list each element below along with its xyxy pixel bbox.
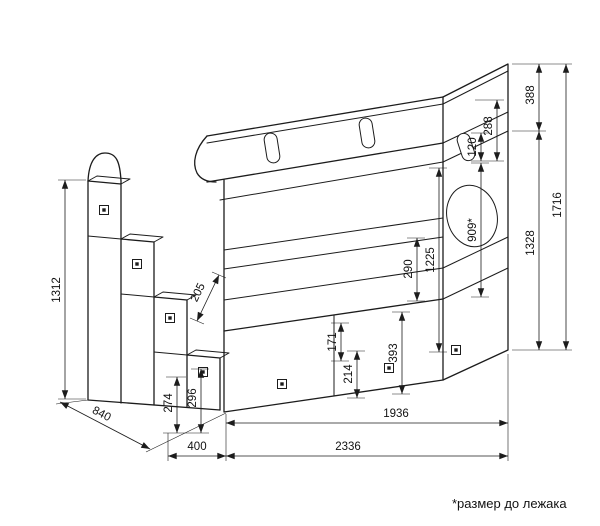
dimensions: 1312 840 400 2336 1936 274: [51, 63, 572, 461]
stair-drawer-handle-icon: [132, 259, 142, 269]
drawer-handle-icon: [277, 379, 287, 389]
dimension-1936: 1936: [225, 408, 509, 427]
dimension-296: 296: [187, 368, 209, 434]
stair-drawer-handle-icon: [165, 313, 175, 323]
dimension-909: 909*: [467, 162, 489, 298]
stair-unit: [87, 152, 230, 411]
stair-handrail-curve: [87, 152, 122, 182]
dim-label-274: 274: [163, 393, 175, 413]
upper-guard-rail: [194, 96, 444, 201]
dim-label-1716: 1716: [552, 192, 564, 218]
rail-handle-slot-icon: [358, 117, 376, 149]
headboard-curve: [194, 135, 217, 183]
dimension-214: 214: [343, 350, 365, 399]
dimension-1312: 1312: [51, 179, 86, 400]
dimension-1225: 1225: [425, 167, 447, 353]
dim-label-120: 120: [467, 137, 479, 156]
dimension-288: 288: [471, 99, 504, 162]
dimension-205: 205: [189, 271, 227, 325]
dimension-1716: 1716: [512, 63, 572, 351]
right-end-panel: [442, 63, 509, 381]
footnote-size-to-bed-base: *размер до лежака: [452, 496, 567, 511]
dimension-171: 171: [327, 322, 349, 362]
dim-label-1936: 1936: [383, 408, 409, 420]
dim-label-1312: 1312: [51, 277, 63, 303]
bed-structure: [87, 63, 509, 413]
dimension-274: 274: [163, 376, 209, 434]
stair-drawer-handle-icon: [99, 205, 109, 215]
dimension-120: 120: [467, 132, 489, 162]
dimension-388: 388: [525, 63, 543, 132]
dimension-1328: 1328: [512, 130, 572, 351]
dim-label-288: 288: [483, 116, 495, 135]
dim-label-909: 909*: [467, 218, 479, 242]
dimension-290: 290: [403, 237, 425, 302]
dimension-2336: 2336: [225, 354, 509, 461]
dimension-393: 393: [388, 311, 410, 395]
dim-label-840: 840: [90, 405, 113, 424]
drawer-handle-icon: [384, 363, 394, 373]
dim-label-2336: 2336: [335, 441, 361, 453]
dim-label-400: 400: [187, 441, 206, 453]
dim-label-296: 296: [187, 388, 199, 407]
dim-label-214: 214: [343, 364, 355, 384]
dim-label-205: 205: [189, 281, 208, 304]
bed-front-face: [223, 96, 444, 413]
dim-label-171: 171: [327, 332, 339, 351]
dim-label-393: 393: [388, 343, 400, 362]
dim-label-290: 290: [403, 259, 415, 278]
dim-label-1225: 1225: [425, 247, 437, 273]
end-drawer-handle-icon: [451, 345, 461, 355]
panel-handle-slot-icon: [456, 132, 476, 162]
dim-label-1328: 1328: [525, 230, 537, 256]
rail-handle-slot-icon: [263, 132, 281, 164]
dim-label-388: 388: [525, 85, 537, 104]
